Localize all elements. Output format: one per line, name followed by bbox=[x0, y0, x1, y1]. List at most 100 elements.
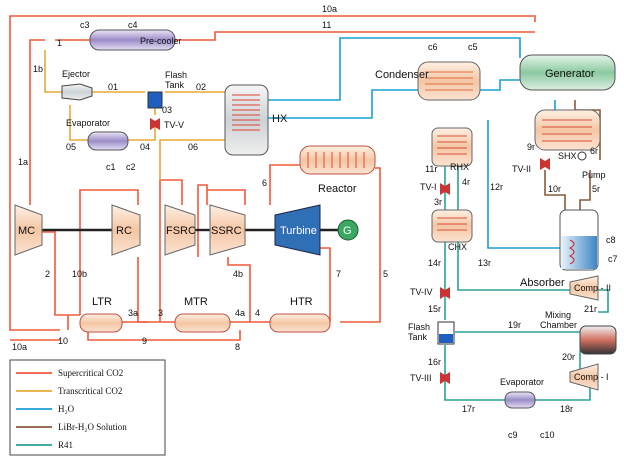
pump-label: Pump bbox=[582, 170, 606, 180]
label-06: 06 bbox=[188, 142, 198, 152]
pipe-06 bbox=[159, 139, 228, 180]
tv-v-label: TV-V bbox=[164, 120, 184, 130]
label-10b: 10b bbox=[72, 269, 87, 279]
pipe-10b-rc bbox=[79, 189, 139, 315]
htr: HTR bbox=[269, 296, 331, 333]
label-c5: c5 bbox=[468, 42, 478, 52]
pipe-ssrc-link bbox=[207, 189, 246, 205]
label-6: 6 bbox=[262, 178, 267, 188]
label-5: 5 bbox=[383, 269, 388, 279]
reactor-label: Reactor bbox=[318, 183, 357, 195]
transcritical-co2-lines bbox=[44, 50, 228, 180]
chx-label: CHX bbox=[448, 242, 467, 252]
pipe-05 bbox=[69, 105, 88, 141]
label-10: 10 bbox=[58, 336, 68, 346]
pipe-17r bbox=[444, 345, 505, 401]
label-16r: 16r bbox=[428, 357, 441, 367]
pipe-10a-top bbox=[9, 15, 536, 331]
pipe-5 bbox=[340, 167, 381, 323]
tv-v[interactable]: TV-V bbox=[150, 118, 184, 130]
pipe-12r bbox=[487, 120, 560, 249]
fsrc: FSRC bbox=[164, 204, 196, 256]
label-11r: 11r bbox=[425, 164, 437, 174]
legend-label: LiBr-H₂O Solution bbox=[58, 422, 127, 432]
absorber-label: Absorber bbox=[520, 277, 565, 289]
label-5r: 5r bbox=[592, 184, 600, 194]
pump[interactable]: Pump bbox=[577, 151, 606, 180]
pipe-1a bbox=[29, 39, 45, 205]
label-c8: c8 bbox=[606, 235, 616, 245]
comp-ii-label: Comp - II bbox=[574, 283, 611, 293]
pipe-04 bbox=[128, 125, 156, 141]
tv-i[interactable]: TV-I bbox=[420, 182, 450, 195]
pipe-5r bbox=[579, 170, 591, 210]
tv-ii-label: TV-II bbox=[512, 164, 531, 174]
pipe-h2o-cond-gen bbox=[480, 79, 520, 91]
ssrc: SSRC bbox=[209, 204, 246, 256]
legend-label: H₂O bbox=[58, 404, 75, 414]
label-c1: c1 bbox=[106, 162, 116, 172]
label-03: 03 bbox=[162, 105, 172, 115]
tv-iv[interactable]: TV-IV bbox=[410, 287, 450, 299]
label-9: 9 bbox=[142, 336, 147, 346]
label-11: 11 bbox=[322, 20, 331, 30]
label-c3: c3 bbox=[80, 20, 90, 30]
label-1b: 1b bbox=[33, 64, 43, 74]
label-01: 01 bbox=[108, 82, 118, 92]
label-8: 8 bbox=[235, 342, 240, 352]
pipe-rc-out bbox=[137, 257, 148, 323]
evaporator-1-label: Evaporator bbox=[66, 118, 110, 128]
label-c9: c9 bbox=[508, 430, 518, 440]
pipe-4b bbox=[227, 257, 251, 322]
label-10r: 10r bbox=[548, 184, 561, 194]
label-19r: 19r bbox=[508, 320, 521, 330]
mtr: MTR bbox=[174, 296, 231, 333]
hx-label: HX bbox=[272, 113, 288, 125]
evaporator-2-label: Evaporator bbox=[500, 377, 544, 387]
precooler: Pre-cooler bbox=[89, 29, 182, 51]
absorber: Absorber bbox=[520, 209, 599, 289]
comp-ii: Comp - II bbox=[569, 275, 611, 301]
rhx: RHX bbox=[431, 127, 473, 172]
pipe-to-fsrc bbox=[159, 179, 183, 322]
ssrc-label: SSRC bbox=[211, 225, 242, 237]
electric-generator: G bbox=[337, 219, 359, 241]
pipe-9-8 bbox=[87, 330, 241, 341]
label-10a-top: 10a bbox=[322, 4, 337, 14]
pipe-fsrc-ssrc bbox=[197, 184, 208, 257]
label-c4: c4 bbox=[128, 20, 138, 30]
hx: HX bbox=[224, 84, 288, 156]
pipe-18r bbox=[535, 385, 591, 401]
pipe-h2o-hx-cond bbox=[268, 89, 418, 119]
label-c10: c10 bbox=[540, 430, 555, 440]
legend-label: Supercritical CO2 bbox=[58, 368, 123, 378]
evaporator-2: Evaporator bbox=[500, 377, 544, 409]
label-12r: 12r bbox=[490, 182, 503, 192]
mc-label: MC bbox=[18, 225, 35, 237]
evaporator-1: Evaporator bbox=[66, 118, 129, 151]
rc: RC bbox=[111, 204, 141, 256]
tv-iii[interactable]: TV-III bbox=[410, 372, 450, 384]
tv-iii-label: TV-III bbox=[410, 373, 432, 383]
ltr-label: LTR bbox=[92, 296, 112, 308]
turbine: Turbine bbox=[274, 204, 321, 256]
label-10a-bottom: 10a bbox=[12, 342, 27, 352]
label-2: 2 bbox=[45, 269, 50, 279]
label-1a: 1a bbox=[18, 157, 28, 167]
label-1: 1 bbox=[57, 38, 62, 48]
pipe-6 bbox=[269, 164, 300, 205]
label-05: 05 bbox=[66, 142, 76, 152]
label-4a: 4a bbox=[235, 308, 245, 318]
rhx-label: RHX bbox=[450, 162, 469, 172]
legend-box bbox=[9, 359, 166, 456]
label-04: 04 bbox=[140, 142, 150, 152]
label-17r: 17r bbox=[462, 404, 475, 414]
label-13r: 13r bbox=[478, 258, 491, 268]
tv-ii[interactable]: TV-II bbox=[512, 158, 550, 174]
pipe-11 bbox=[175, 31, 535, 41]
label-3a: 3a bbox=[128, 308, 138, 318]
